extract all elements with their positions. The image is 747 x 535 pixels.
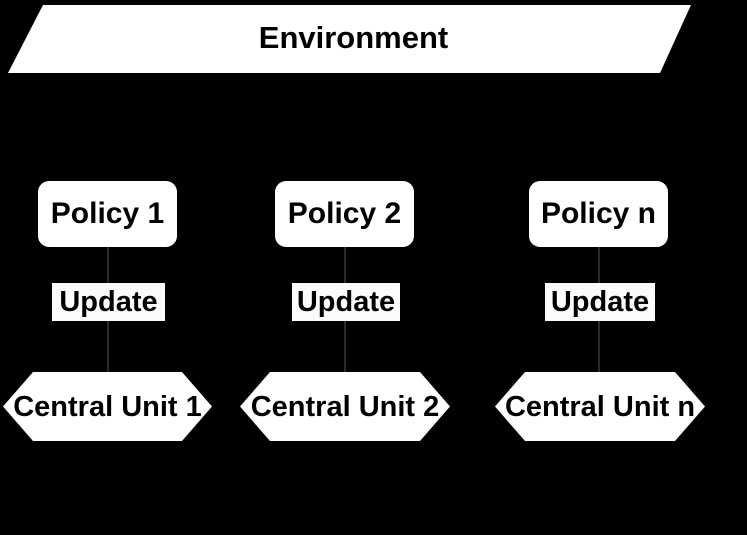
update-edge-label-3[interactable]: Update [545, 283, 655, 321]
central-unit-node-3[interactable]: Central Unit n [495, 372, 705, 441]
policy-label-3: Policy n [540, 197, 657, 230]
update-edge-label-1[interactable]: Update [52, 283, 165, 321]
hexagon-shape-3 [495, 372, 705, 441]
update-label-1: Update [59, 286, 158, 318]
hexagon-shape-2 [240, 372, 450, 441]
environment-node[interactable]: Environment [0, 0, 747, 85]
agent-column-2: Policy 2 Update Central Unit 2 [237, 0, 452, 535]
policy-label-2: Policy 2 [287, 197, 402, 230]
update-label-2: Update [296, 286, 396, 318]
hexagon-shape-1 [3, 372, 212, 441]
central-unit-node-1[interactable]: Central Unit 1 [3, 372, 212, 441]
policy-node-2[interactable]: Policy 2 [275, 181, 414, 247]
update-edge-label-2[interactable]: Update [292, 283, 400, 321]
central-unit-label-3: Central Unit n [504, 390, 696, 423]
policy-node-3[interactable]: Policy n [529, 181, 668, 247]
central-unit-label-2: Central Unit 2 [250, 390, 440, 423]
parallelogram-shape [8, 5, 691, 73]
environment-label: Environment [258, 20, 449, 55]
agent-column-3: Policy n Update Central Unit n [492, 0, 707, 535]
agent-column-1: Policy 1 Update Central Unit 1 [0, 0, 215, 535]
central-unit-label-1: Central Unit 1 [13, 390, 202, 423]
update-label-3: Update [550, 286, 650, 318]
policy-label-1: Policy 1 [50, 197, 165, 230]
central-unit-node-2[interactable]: Central Unit 2 [240, 372, 450, 441]
policy-node-1[interactable]: Policy 1 [38, 181, 177, 247]
